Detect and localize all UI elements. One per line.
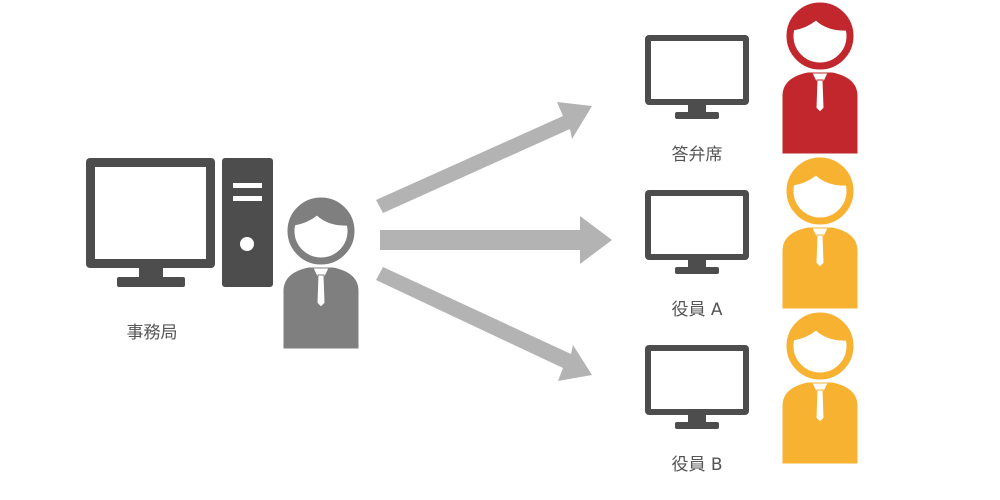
target2-monitor-icon xyxy=(645,190,749,274)
source-label: 事務局 xyxy=(126,323,178,343)
target1-monitor-icon xyxy=(645,35,749,119)
source-monitor-icon xyxy=(86,158,215,287)
pc-tower-icon xyxy=(222,158,273,287)
target1-label: 答弁席 xyxy=(671,145,723,165)
arrow-to-target2 xyxy=(380,216,612,264)
target2-person-icon xyxy=(783,161,857,308)
target2-label: 役員 A xyxy=(671,300,723,320)
target3-monitor-icon xyxy=(645,345,749,429)
target3-person-icon xyxy=(783,316,857,463)
source-person-icon xyxy=(284,201,358,348)
arrow-to-target1 xyxy=(376,102,592,213)
target3-label: 役員 B xyxy=(671,455,723,475)
arrow-to-target3 xyxy=(376,267,592,381)
target1-person-icon xyxy=(783,6,857,153)
